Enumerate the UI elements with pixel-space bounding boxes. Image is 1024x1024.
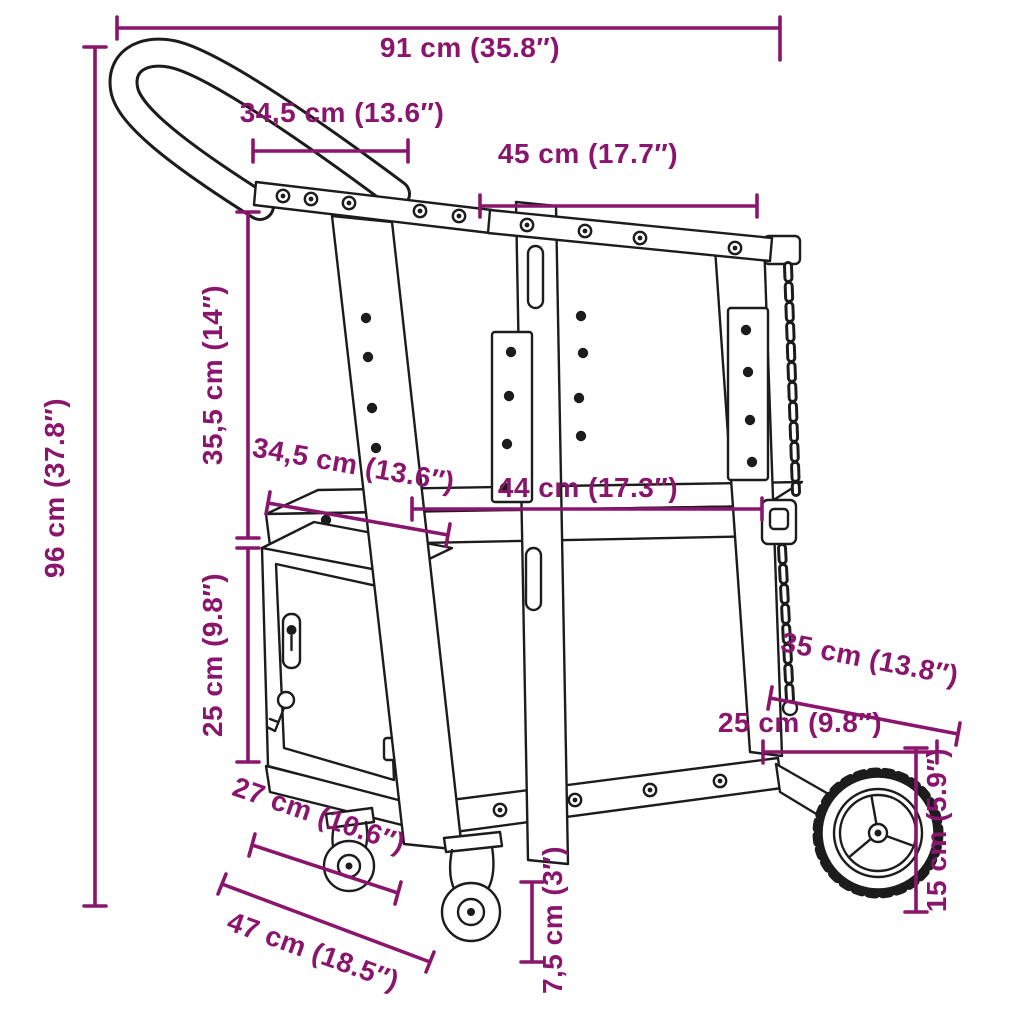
dim-label-upper-frame-height: 35,5 cm (14″) — [197, 285, 228, 465]
dim-line-total-width — [115, 15, 782, 62]
wheel-spokes — [849, 796, 913, 858]
dim-line-rear-wheel-height — [903, 746, 929, 914]
chain-hanger-slot — [768, 507, 790, 531]
screw-icon — [451, 208, 467, 224]
base-main-rail — [402, 756, 784, 840]
dim-line-rear-platform-width — [761, 739, 939, 765]
dim-label-rear-wheel-height: 15 cm (5.9″) — [921, 748, 952, 912]
caster-hub — [467, 908, 475, 916]
screw-icon — [359, 311, 373, 325]
screw-icon — [500, 437, 514, 451]
screw-icon — [492, 802, 508, 818]
cart-drawing — [108, 37, 944, 943]
dim-label-rear-platform-width: 25 cm (9.8″) — [718, 707, 882, 738]
dim-label-total-width: 91 cm (35.8″) — [380, 32, 560, 63]
screw-icon — [743, 413, 757, 427]
top-rail-right — [486, 208, 774, 263]
dim-line-base-depth — [216, 872, 436, 974]
screw-icon — [574, 429, 588, 443]
caster-plate — [324, 806, 376, 830]
screw-icon — [275, 188, 291, 204]
screw-icon — [504, 345, 518, 359]
key-icon — [276, 690, 296, 710]
dim-line-cabinet-height — [235, 546, 261, 764]
screw-icon — [642, 782, 658, 798]
cylinder-chain — [760, 234, 802, 717]
screw-icon — [632, 230, 648, 246]
chain-links — [786, 264, 798, 494]
dim-label-cabinet-height: 25 cm (9.8″) — [197, 573, 228, 737]
rear-wheel — [774, 762, 944, 899]
keyhole-icon — [286, 625, 297, 635]
dim-label-rear-platform-depth: 35 cm (13.8″) — [778, 626, 961, 691]
screw-icon — [303, 191, 319, 207]
wheel-tread-knobs — [812, 767, 944, 899]
dim-label-shelf-depth: 34,5 cm (13.6″) — [250, 432, 457, 498]
handle-tube-inner — [111, 40, 408, 218]
dim-line-rear-platform-depth — [766, 685, 962, 747]
mounting-plate — [726, 306, 770, 482]
screw-icon — [502, 389, 516, 403]
push-handle — [108, 37, 411, 221]
screw-icon — [341, 195, 357, 211]
screw-icon — [519, 217, 535, 233]
dim-line-upper-frame-height — [235, 210, 261, 540]
dim-line-shelf-depth — [264, 490, 452, 548]
top-frame-rails — [252, 180, 774, 263]
screw-icon — [739, 323, 753, 337]
screw-icon — [319, 513, 333, 527]
screw-icon — [412, 203, 428, 219]
screw-icon — [712, 773, 728, 789]
cabinet-door — [274, 562, 396, 782]
dim-line-top-shelf-length — [478, 193, 759, 219]
mounting-plate — [490, 330, 534, 504]
screw-icon — [574, 309, 588, 323]
screw-icon — [567, 792, 583, 808]
key-shaft — [265, 706, 286, 733]
caster-wheel-front — [440, 830, 504, 943]
screw-icon — [365, 401, 379, 415]
screw-icon — [745, 455, 759, 469]
screw-icon — [576, 346, 590, 360]
wheel-axle — [874, 829, 882, 837]
screw-icon — [727, 240, 743, 256]
column-slot — [526, 244, 545, 310]
dim-label-middle-shelf-length: 44 cm (17.3″) — [498, 472, 678, 503]
screw-icon — [572, 391, 586, 405]
dim-line-total-height — [82, 45, 108, 908]
chain-links — [780, 546, 792, 702]
caster-hub — [345, 862, 353, 870]
dim-label-total-height: 96 cm (37.8″) — [39, 398, 70, 578]
dim-label-caster-height: 7,5 cm (3″) — [537, 846, 568, 994]
screw-icon — [361, 350, 375, 364]
dim-label-handle-depth: 34,5 cm (13.6″) — [240, 97, 445, 128]
dimension-lines — [82, 15, 962, 974]
screw-icon — [577, 223, 593, 239]
screw-icon — [741, 365, 755, 379]
middle-frame-column — [490, 200, 590, 866]
dim-line-middle-shelf-length — [410, 496, 764, 522]
dim-line-caster-height — [519, 880, 545, 964]
dim-line-cabinet-width — [247, 832, 403, 906]
caster-plate — [442, 830, 504, 854]
dim-label-top-shelf-length: 45 cm (17.7″) — [498, 138, 678, 169]
dim-line-handle-depth — [251, 138, 410, 164]
column-slot — [524, 546, 543, 612]
